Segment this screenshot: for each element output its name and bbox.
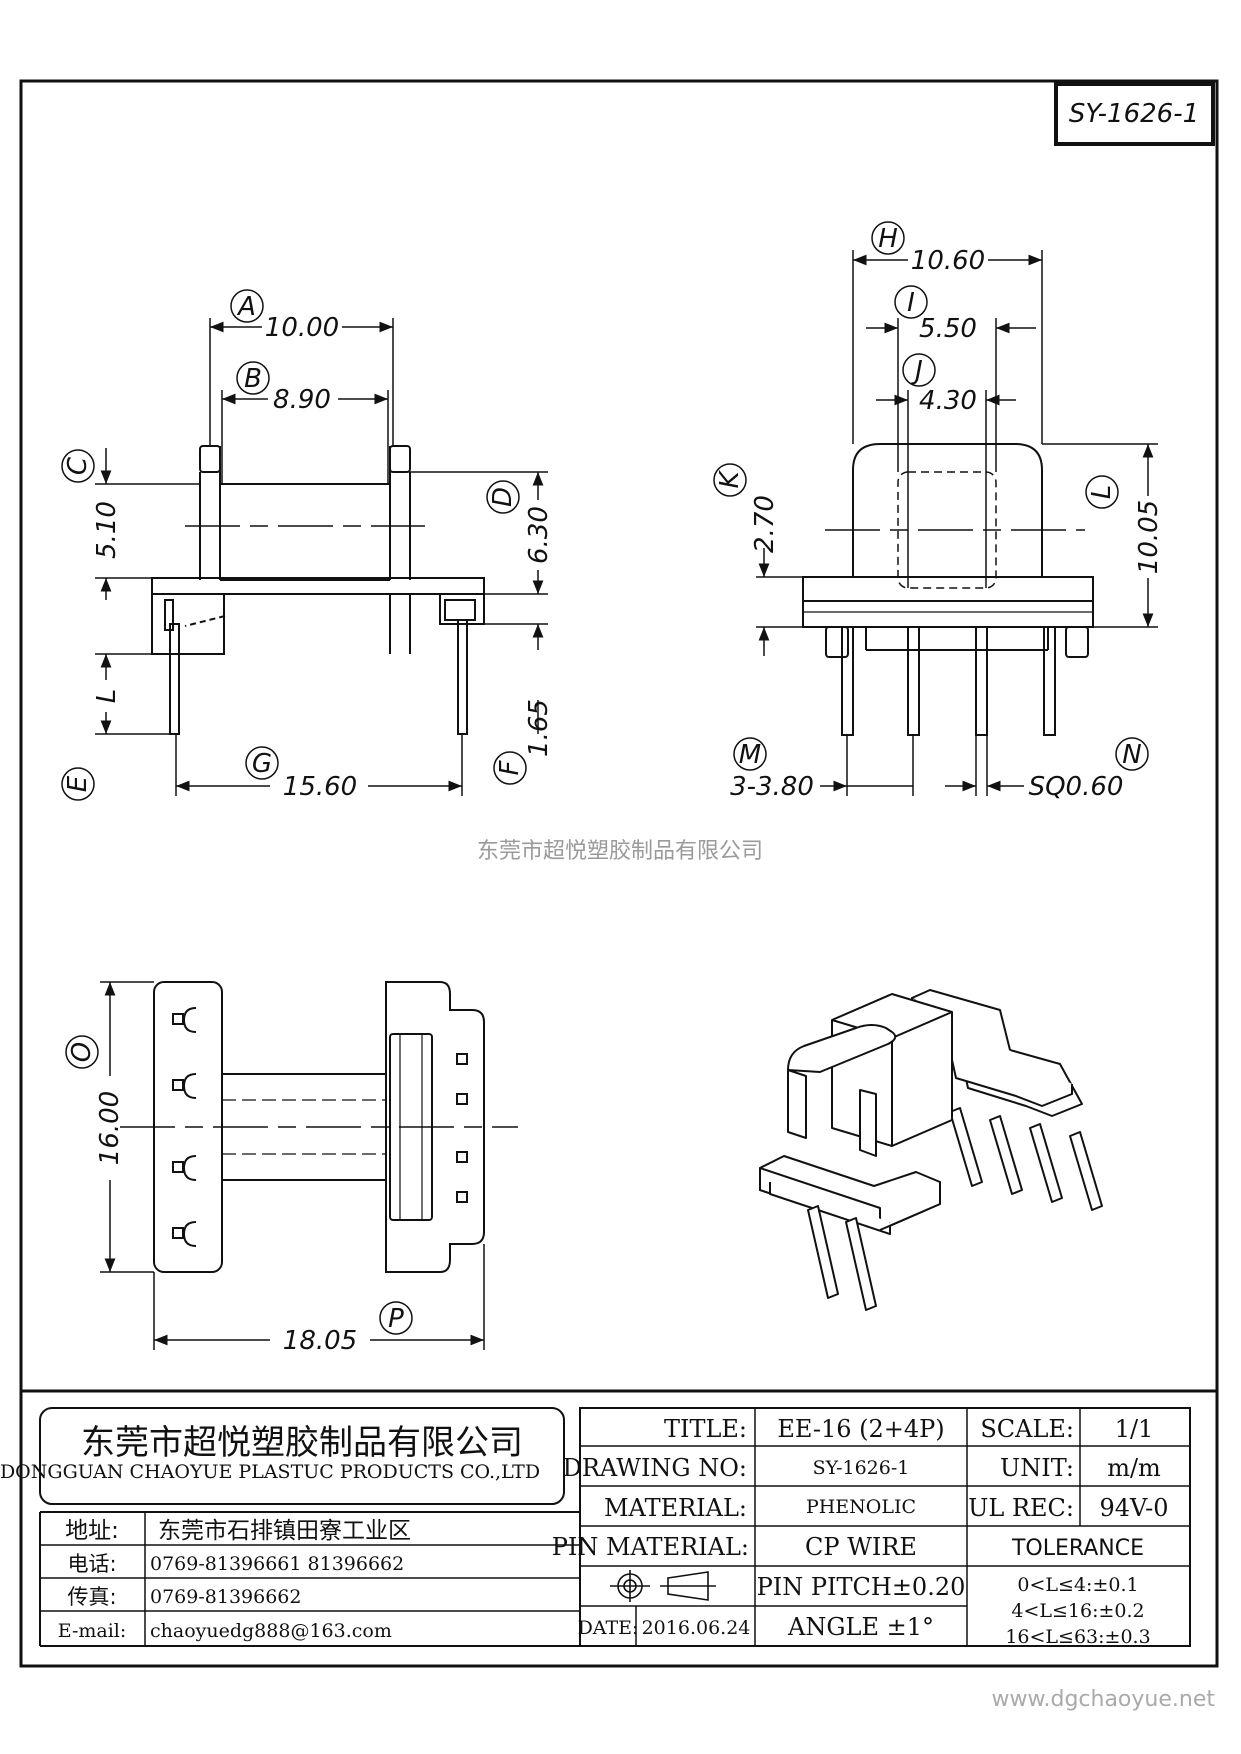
callout-k — [713, 463, 747, 497]
callout-n — [1115, 737, 1149, 771]
title-value: EE-16 (2+4P) — [777, 1415, 944, 1443]
callout-o-letter: O — [67, 1042, 97, 1062]
callout-i-letter: I — [907, 288, 915, 318]
pin-material-label: PIN MATERIAL: — [552, 1533, 749, 1561]
callout-o — [65, 1035, 99, 1069]
callout-d-letter: D — [488, 487, 518, 507]
company-name-cn: 东莞市超悦塑胶制品有限公司 — [81, 1423, 523, 1463]
callout-h — [871, 221, 905, 255]
fax-value: 0769-81396662 — [150, 1586, 301, 1608]
phone-value: 0769-81396661 81396662 — [150, 1553, 404, 1575]
dim-n-value: SQ0.60 — [1029, 772, 1124, 802]
email-value: chaoyuedg888@163.com — [150, 1620, 392, 1642]
callout-f-letter: F — [495, 759, 525, 775]
dim-m-value: 3-3.80 — [730, 772, 814, 802]
callout-b — [236, 361, 270, 395]
callout-l — [1085, 475, 1119, 509]
callout-a-letter: A — [236, 292, 256, 322]
callout-e — [61, 767, 95, 801]
callout-c-letter: C — [63, 456, 93, 475]
callout-d — [486, 480, 520, 514]
website-watermark: www.dgchaoyue.net — [992, 1687, 1216, 1712]
bottom-view — [100, 981, 518, 1350]
tolerance-range-3: 16<L≤63:±0.3 — [1005, 1626, 1150, 1648]
dim-a-value: 10.00 — [265, 313, 339, 343]
address-value: 东莞市石排镇田寮工业区 — [158, 1518, 411, 1544]
callout-c — [61, 449, 95, 483]
drawing-id-label: SY-1626-1 — [1069, 99, 1199, 129]
callout-l-letter: L — [1087, 485, 1117, 500]
ul-label: UL REC: — [968, 1494, 1074, 1522]
callout-p-letter: P — [388, 1304, 404, 1334]
watermark-company: 东莞市超悦塑胶制品有限公司 — [477, 839, 763, 864]
unit-value: m/m — [1107, 1454, 1161, 1482]
callout-a — [230, 289, 264, 323]
pin-material-value: CP WIRE — [805, 1533, 917, 1561]
callout-m-letter: M — [739, 740, 761, 770]
date-label: DATE: — [578, 1617, 639, 1639]
dim-c-value: 5.10 — [92, 501, 122, 559]
callout-f — [493, 751, 527, 785]
callout-i — [894, 285, 928, 319]
company-name-en: DONGGUAN CHAOYUE PLASTUC PRODUCTS CO.,LT… — [0, 1461, 540, 1483]
tolerance-range-1: 0<L≤4:±0.1 — [1017, 1574, 1138, 1596]
callout-g — [245, 746, 279, 780]
ul-value: 94V-0 — [1099, 1494, 1168, 1522]
scale-value: 1/1 — [1115, 1415, 1154, 1443]
dim-f-value: 1.65 — [524, 699, 554, 757]
projection-symbol-icon — [610, 1570, 716, 1602]
front-view — [756, 250, 1158, 796]
callout-n-letter: N — [1122, 740, 1141, 770]
pin-pitch-value: PIN PITCH±0.20 — [757, 1573, 966, 1601]
callout-b-letter: B — [244, 364, 262, 394]
dim-p-value: 18.05 — [283, 1326, 357, 1356]
callout-j — [902, 353, 936, 387]
phone-label: 电话: — [67, 1552, 116, 1576]
callout-j-letter: J — [910, 356, 923, 386]
title-label: TITLE: — [664, 1415, 747, 1443]
company-box — [39, 1407, 565, 1505]
callout-k-letter: K — [715, 470, 745, 489]
front-view-labels: H 10.60 I 5.50 J 4.30 K 2.70 L 10.05 M 3… — [713, 221, 1164, 802]
dim-d-value: 6.30 — [524, 506, 554, 564]
drawing-no-value: SY-1626-1 — [813, 1457, 910, 1479]
callout-h-letter: H — [878, 224, 898, 254]
drawing-id-box — [1054, 82, 1215, 146]
callout-m — [733, 737, 767, 771]
dim-k-value: 2.70 — [750, 495, 780, 553]
tolerance-range-2: 4<L≤16:±0.2 — [1011, 1600, 1144, 1622]
material-value: PHENOLIC — [806, 1496, 916, 1518]
side-view — [95, 318, 548, 796]
material-label: MATERIAL: — [604, 1494, 747, 1522]
callout-e-letter: E — [63, 775, 93, 792]
dim-g-value: 15.60 — [283, 772, 357, 802]
dim-l-label: L — [92, 689, 122, 704]
dim-o-value: 16.00 — [95, 1091, 125, 1165]
date-value: 2016.06.24 — [642, 1617, 751, 1639]
callout-p — [379, 1301, 413, 1335]
fax-label: 传真: — [67, 1585, 116, 1609]
dim-l-value: 10.05 — [1134, 500, 1164, 574]
dim-h-value: 10.60 — [911, 246, 985, 276]
dim-j-value: 4.30 — [919, 386, 977, 416]
isometric-view — [759, 989, 1103, 1311]
tolerance-label: TOLERANCE — [1011, 1536, 1144, 1561]
unit-label: UNIT: — [1000, 1454, 1074, 1482]
address-label: 地址: — [65, 1518, 119, 1544]
angle-tolerance: ANGLE ±1° — [787, 1613, 934, 1641]
callout-g-letter: G — [252, 749, 272, 779]
dim-b-value: 8.90 — [273, 385, 331, 415]
side-view-labels: A 10.00 B 8.90 C 5.10 D 6.30 L E F 1.65 … — [61, 289, 554, 802]
bottom-view-labels: O 16.00 P 18.05 — [65, 1035, 413, 1356]
title-block: 东莞市超悦塑胶制品有限公司 DONGGUAN CHAOYUE PLASTUC P… — [0, 1389, 1219, 1668]
scale-label: SCALE: — [980, 1415, 1074, 1443]
email-label: E-mail: — [58, 1620, 127, 1642]
drawing-no-label: DRAWING NO: — [563, 1454, 747, 1482]
dim-i-value: 5.50 — [919, 314, 977, 344]
